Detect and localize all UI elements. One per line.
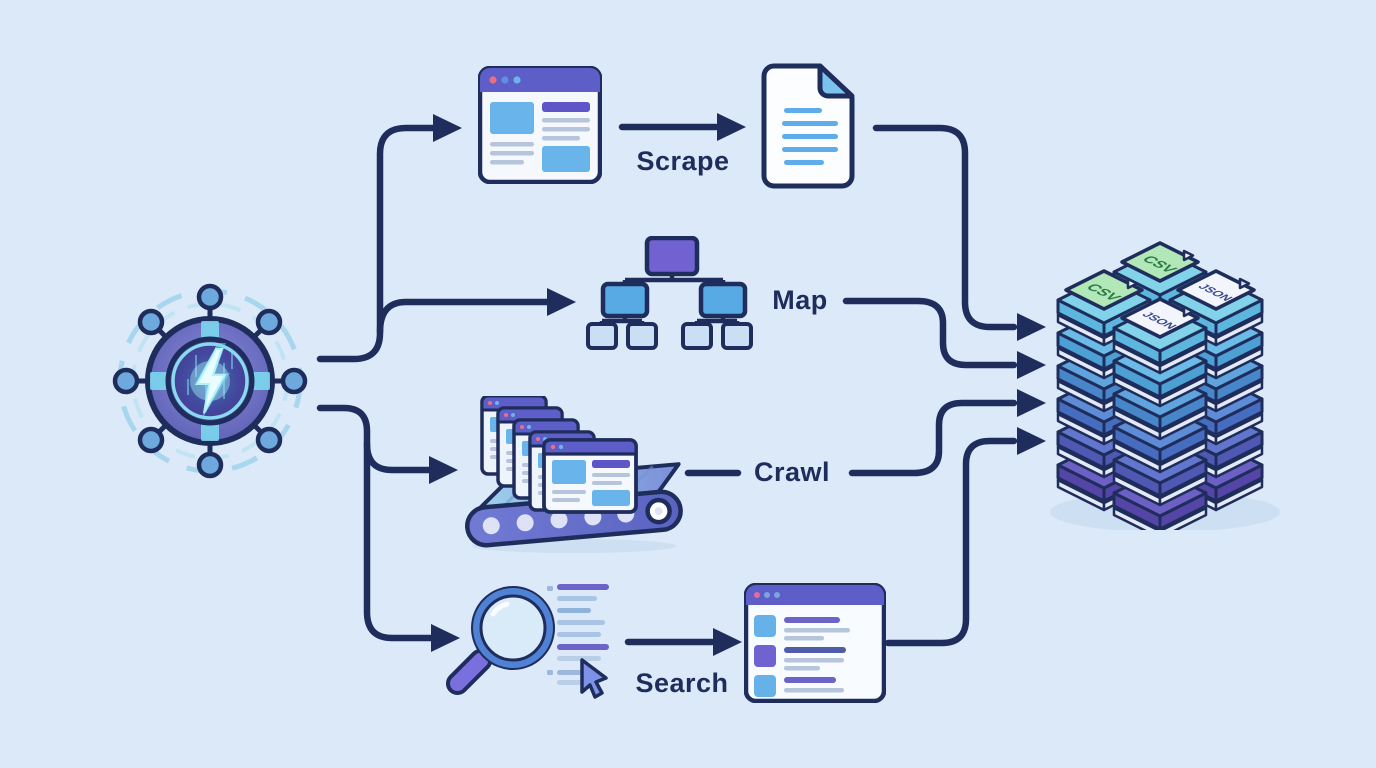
results-window-icon: [744, 583, 886, 703]
browser-text-lines: [490, 118, 590, 165]
document-icon: [761, 63, 855, 189]
browser-image-block: [490, 102, 534, 134]
tree-connectors: [599, 274, 740, 324]
connector-map-to-stack: [842, 297, 1018, 369]
json-file-tile: JSON: [1176, 269, 1256, 311]
map-label: Map: [772, 285, 828, 315]
results-dots: [754, 592, 780, 598]
browser-heading-bar: [542, 102, 590, 112]
tree-mid-node: [600, 281, 650, 319]
result-row: [754, 675, 844, 697]
browser-titlebar: [480, 68, 600, 92]
arrowheads: [429, 113, 1046, 656]
browser-image-block-2: [542, 146, 590, 172]
connector-hub-to-crawl: [363, 440, 434, 474]
result-row: [754, 645, 846, 671]
hub-core-ring: [171, 342, 249, 420]
connector-hub-to-search: [316, 404, 436, 642]
scrape-label: Scrape: [636, 146, 730, 176]
crawl-label: Crawl: [753, 457, 831, 487]
csv-file-tile: CSV: [1120, 241, 1200, 283]
cursor-icon: [580, 658, 608, 699]
browser-dots: [489, 76, 521, 84]
tree-mid-node: [698, 281, 748, 319]
connector-hub-to-map: [376, 298, 552, 336]
results-titlebar: [746, 585, 884, 605]
document-fold-corner: [817, 63, 855, 99]
csv-file-tile: CSV: [1064, 269, 1144, 311]
magnifier-inner-ring: [479, 594, 547, 662]
tree-root-node: [644, 236, 700, 277]
crawl-browser-stack: [480, 396, 638, 514]
belt-end-roller-hub: [654, 507, 663, 516]
crawl-front-browser: [542, 438, 638, 514]
hub-node-circles: [112, 283, 308, 479]
conveyor-browsers-icon: [465, 396, 683, 553]
connector-hub-to-scrape: [316, 124, 438, 363]
magnifier-rim: [473, 588, 553, 668]
data-stack-icon: CSV CSV JSON JSON: [1050, 241, 1280, 530]
search-result-lines: [547, 584, 609, 685]
connector-doc-to-stack: [872, 124, 1018, 331]
tree-leaf-nodes: [586, 322, 753, 350]
magnifier-cursor-icon: [445, 584, 609, 699]
result-row: [754, 615, 850, 641]
json-file-tile: JSON: [1120, 297, 1200, 339]
stack-slabs: [1056, 247, 1264, 530]
lightning-bolt-icon: [195, 348, 227, 414]
network-hub-icon: [112, 283, 308, 479]
sitemap-tree-icon: [586, 236, 753, 350]
connector-crawl-to-stack: [848, 399, 1018, 477]
magnifier-glare: [490, 601, 510, 617]
hub-ring-squares: [150, 321, 270, 441]
document-text-lines: [782, 108, 838, 165]
browser-window-icon: [478, 66, 602, 184]
search-label: Search: [635, 668, 729, 698]
connector-search-to-stack: [884, 437, 1018, 647]
